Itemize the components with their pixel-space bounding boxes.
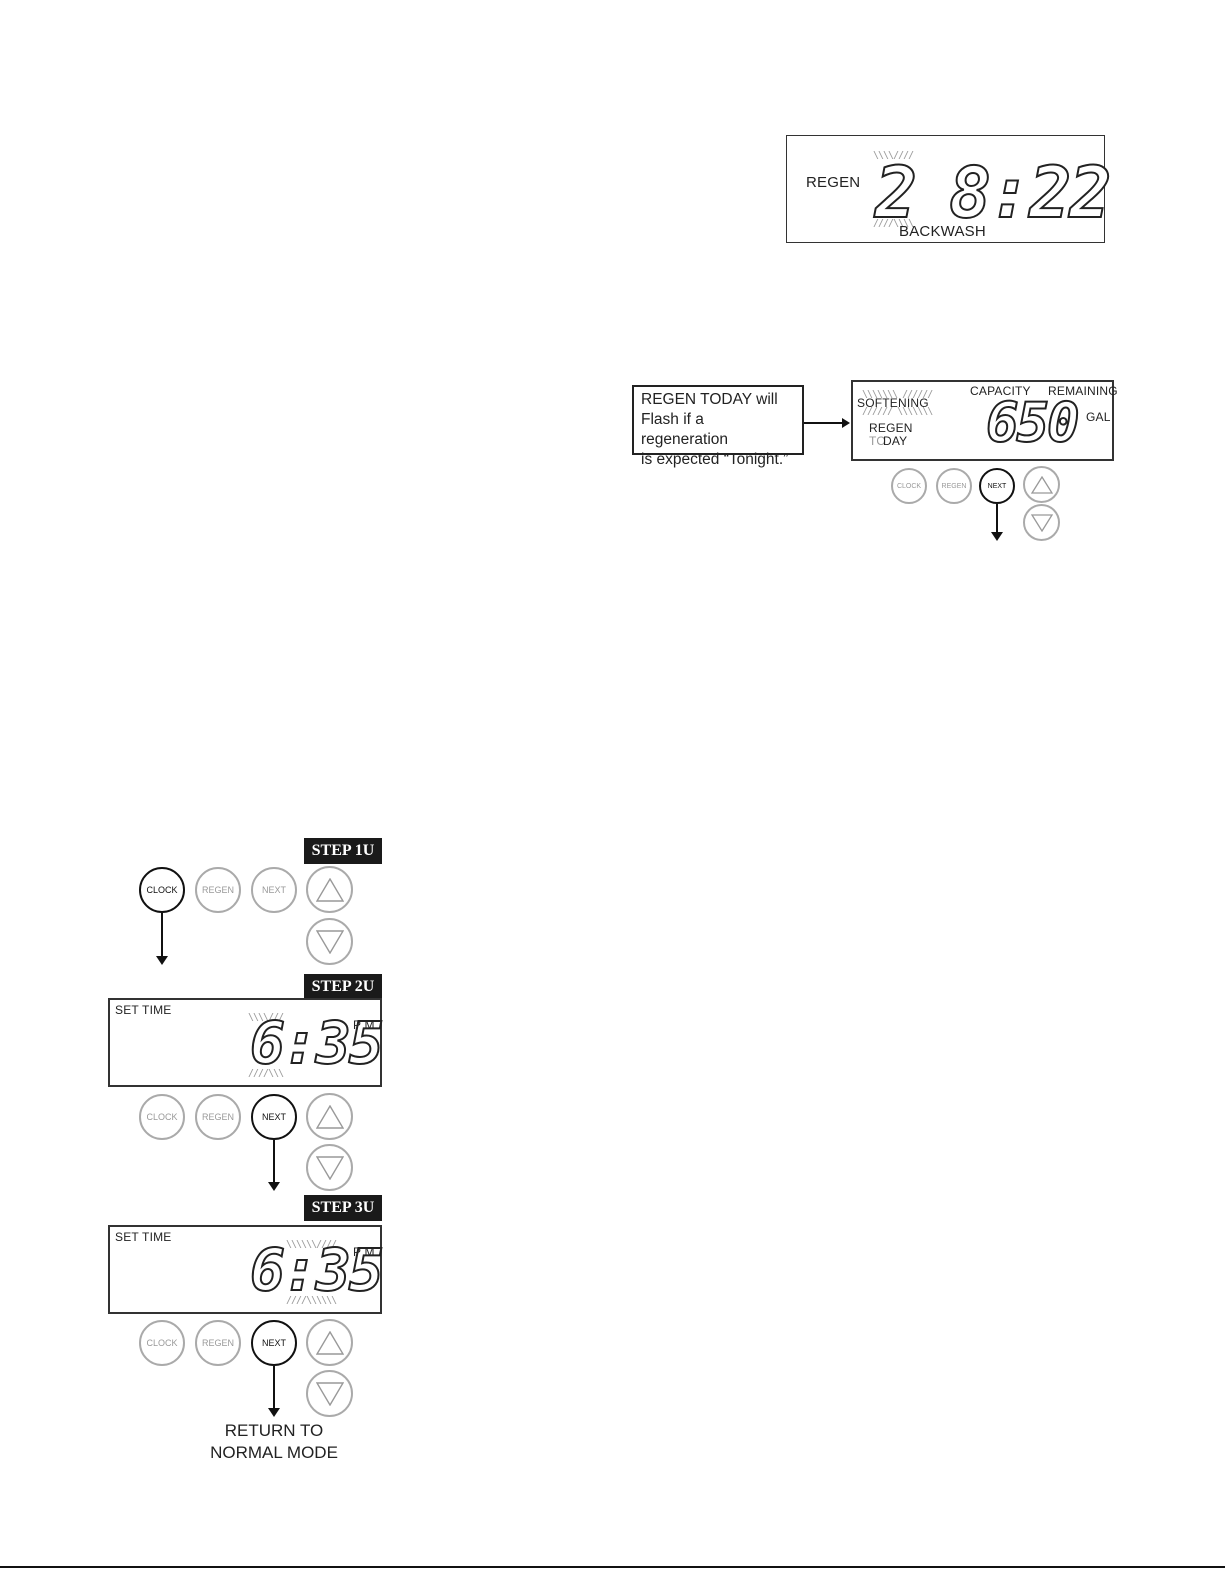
step-1u-tag: STEP 1U [304, 838, 382, 864]
clock-button-step1[interactable]: CLOCK [139, 867, 185, 913]
flash-marks-bottom: ////\\\\ [873, 218, 914, 229]
arrow-down-icon [268, 1408, 280, 1417]
arrow-down-icon [156, 956, 168, 965]
regen-today-day: DAY [883, 434, 908, 448]
regen-today-to: TO [869, 434, 886, 448]
regen-button-step1[interactable]: REGEN [195, 867, 241, 913]
softening-flash-bottom: ////// \\\\\\\ [862, 406, 933, 417]
regen-today-callout: REGEN TODAY will Flash if a regeneration… [632, 385, 804, 468]
down-triangle-icon [315, 1155, 344, 1180]
capacity-display: \\\\\\\ ////// SOFTENING ////// \\\\\\\ … [851, 380, 1118, 461]
step-2u-tag: STEP 2U [304, 974, 382, 1000]
ampm-label: P M [353, 1018, 375, 1032]
clock-button-mid[interactable]: CLOCK [891, 468, 927, 504]
up-button-step3[interactable] [306, 1319, 353, 1366]
set-time-value: 6:35 [249, 1236, 385, 1304]
return-line-2: NORMAL MODE [210, 1443, 338, 1462]
up-triangle-icon [315, 1104, 344, 1129]
callout-arrow-icon [804, 416, 850, 435]
next-arrow-mid [996, 504, 998, 532]
clock-button-step2[interactable]: CLOCK [139, 1094, 185, 1140]
up-button-mid[interactable] [1023, 466, 1060, 503]
next-button-step1[interactable]: NEXT [251, 867, 297, 913]
capacity-label: CAPACITY [970, 384, 1031, 398]
clock-button-step3[interactable]: CLOCK [139, 1320, 185, 1366]
capacity-value: 650 [985, 391, 1081, 454]
next-arrow-step3 [273, 1366, 275, 1408]
down-button-step3[interactable] [306, 1370, 353, 1417]
softening-flash-top: \\\\\\\ ////// [862, 389, 933, 400]
arrow-down-icon [268, 1182, 280, 1191]
down-button-mid[interactable] [1023, 504, 1060, 541]
next-button-step2[interactable]: NEXT [251, 1094, 297, 1140]
regen-button-step2[interactable]: REGEN [195, 1094, 241, 1140]
regen-today-regen: REGEN [869, 421, 913, 435]
arrow-down-icon [991, 532, 1003, 541]
down-triangle-icon [315, 1381, 344, 1406]
callout-line-3: is expected “Tonight.” [641, 451, 789, 468]
regen-button-step3[interactable]: REGEN [195, 1320, 241, 1366]
remaining-label: REMAINING [1048, 384, 1118, 398]
ampm-label: P M [353, 1245, 375, 1259]
down-button-step2[interactable] [306, 1144, 353, 1191]
page-bottom-rule [0, 1566, 1225, 1568]
next-button-mid[interactable]: NEXT [979, 468, 1015, 504]
set-time-display-step3: SET TIME \\\\\\//// 6:35 ////\\\\\\ P M [108, 1225, 385, 1314]
regen-button-mid[interactable]: REGEN [936, 468, 972, 504]
down-triangle-icon [315, 929, 344, 954]
hour-flash-bottom: ////\\\ [248, 1068, 284, 1079]
step-3u-tag: STEP 3U [304, 1195, 382, 1221]
gal-unit: GAL [1086, 410, 1111, 424]
return-to-normal-text: RETURN TO NORMAL MODE [204, 1420, 344, 1464]
set-time-display-step2: SET TIME \\\\/// 6:35 ////\\\ P M [108, 998, 385, 1087]
up-triangle-icon [315, 1330, 344, 1355]
clock-arrow-step1 [161, 913, 163, 956]
up-triangle-icon [1030, 475, 1053, 494]
down-button-step1[interactable] [306, 918, 353, 965]
regen-time-remaining: 8:22 [948, 152, 1113, 234]
set-time-label: SET TIME [115, 1230, 172, 1244]
next-arrow-step2 [273, 1140, 275, 1182]
set-time-label: SET TIME [115, 1003, 172, 1017]
regen-step-digit: 2 [874, 152, 918, 234]
hour-flash-top: \\\\/// [248, 1012, 284, 1023]
down-triangle-icon [1030, 513, 1053, 532]
backwash-label: BACKWASH [899, 223, 986, 240]
softening-label: SOFTENING [857, 396, 929, 410]
next-button-step3[interactable]: NEXT [251, 1320, 297, 1366]
minute-flash-top: \\\\\\//// [286, 1239, 337, 1250]
up-button-step1[interactable] [306, 866, 353, 913]
callout-line-1: REGEN TODAY will [641, 391, 778, 408]
return-line-1: RETURN TO [224, 1421, 324, 1440]
minute-flash-bottom: ////\\\\\\ [286, 1295, 337, 1306]
up-triangle-icon [315, 877, 344, 902]
up-button-step2[interactable] [306, 1093, 353, 1140]
set-time-value: 6:35 [249, 1009, 385, 1077]
flash-marks-top: \\\\//// [873, 150, 914, 161]
regen-backwash-display: REGEN \\\\//// 2 ////\\\\ 8:22 BACKWASH [786, 135, 1113, 243]
callout-line-2: Flash if a regeneration [641, 411, 729, 448]
regen-label: REGEN [806, 174, 861, 191]
